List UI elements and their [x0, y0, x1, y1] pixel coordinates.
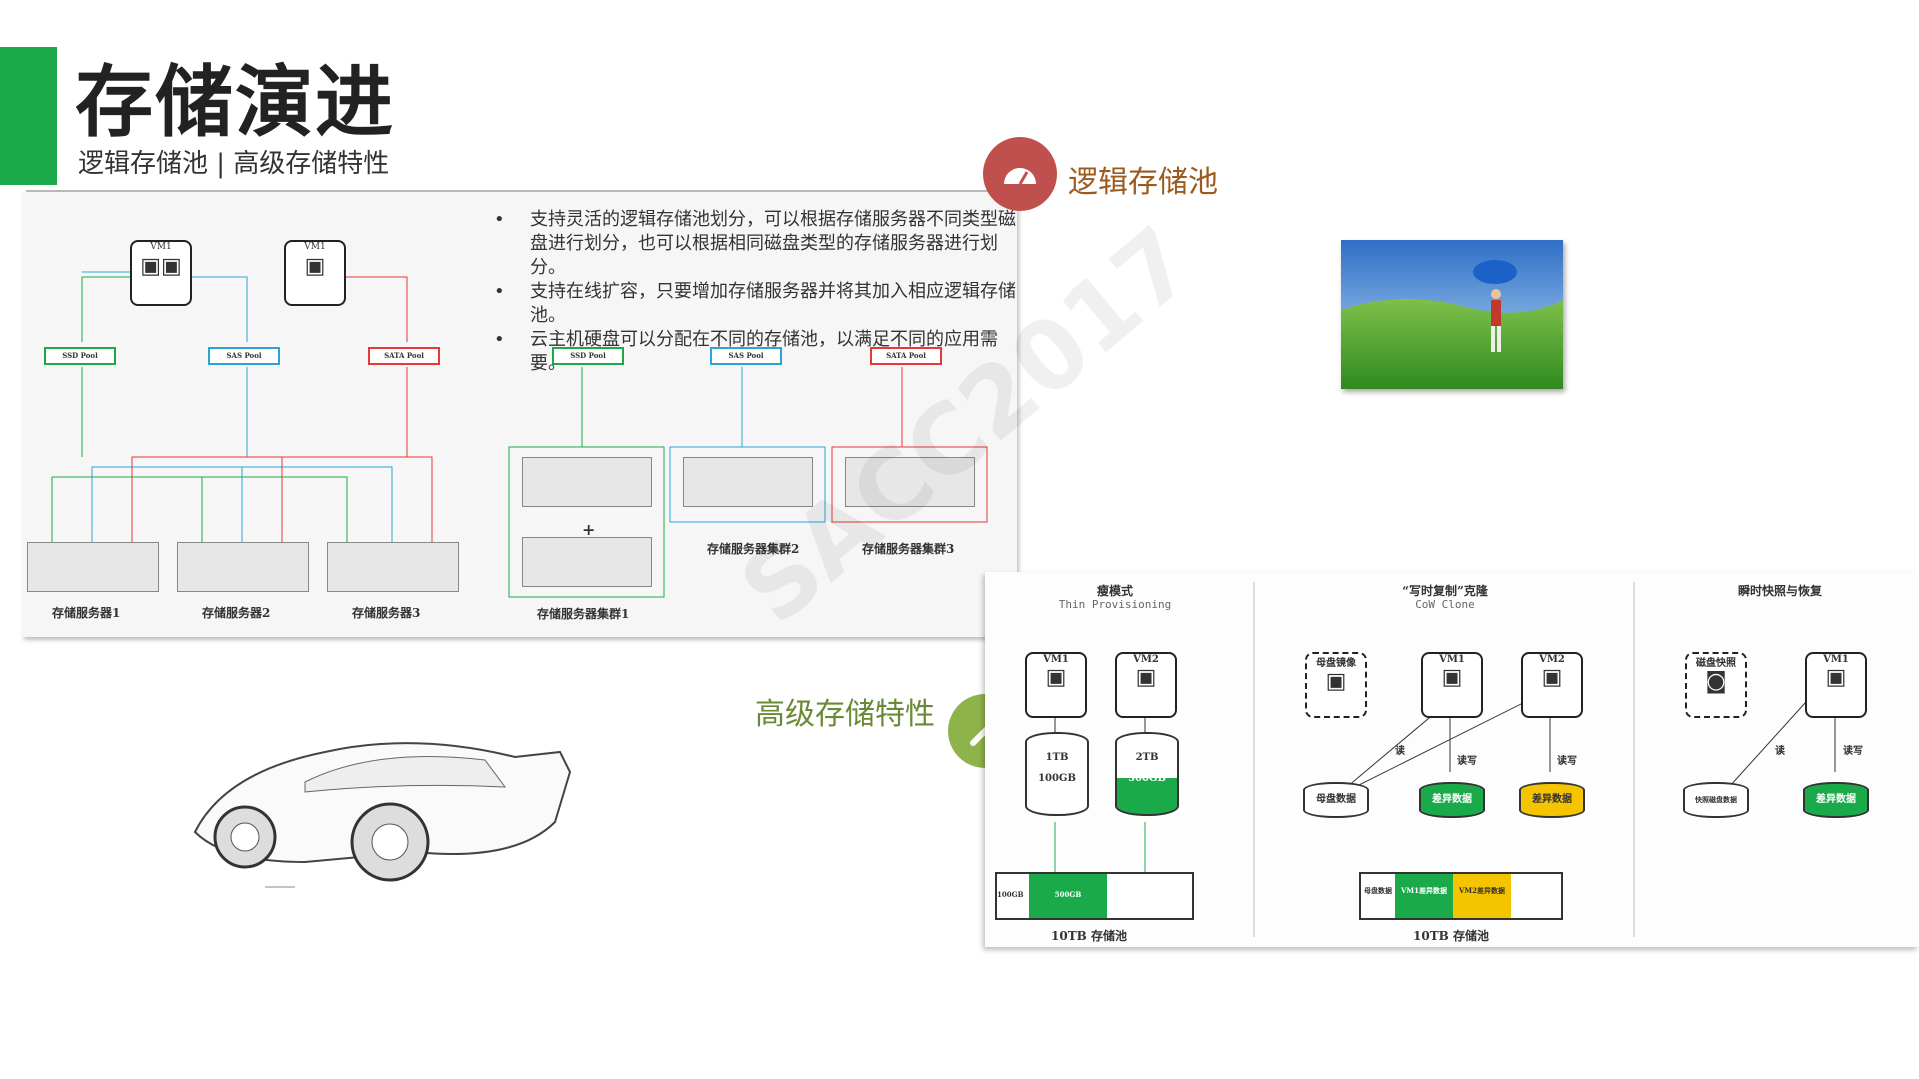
vm-label: VM1	[1043, 654, 1069, 665]
disk-icon: ▣	[1325, 669, 1347, 694]
page-title: 存储演进	[75, 58, 396, 148]
disk-icon: ▣	[1135, 665, 1157, 690]
advanced-features-diagram: 瘦模式 Thin Provisioning “写时复制”克隆 CoW Clone…	[985, 572, 1919, 947]
disk-cylinder: 母盘数据	[1303, 782, 1369, 818]
pool-segment: 100GB	[997, 890, 1024, 899]
column-title: 瞬时快照与恢复	[1737, 584, 1822, 598]
pool-caption: 10TB 存储池	[1051, 929, 1127, 943]
storage-server	[845, 457, 975, 507]
vm-box: VM1 ▣	[284, 240, 346, 306]
feature-bullets: 支持灵活的逻辑存储池划分，可以根据存储服务器不同类型磁盘进行划分，也可以根据相同…	[490, 208, 1020, 376]
column-divider	[1253, 582, 1255, 937]
title-divider	[26, 190, 1018, 192]
column-title: “写时复制”克隆	[1402, 584, 1488, 598]
rw-label: 读写	[1843, 746, 1863, 757]
disk-icon: ▣	[1541, 665, 1563, 690]
disk-used: 500GB	[1128, 773, 1166, 784]
sata-pool: SATA Pool	[368, 347, 440, 365]
disk-cylinder: 快照磁盘数据	[1683, 782, 1749, 818]
storage-server	[522, 537, 652, 587]
storage-pool-bar: 母盘数据 VM1差异数据 VM2差异数据	[1359, 872, 1563, 920]
vm-label: VM1	[304, 242, 326, 252]
plus-sign: +	[582, 520, 596, 539]
disk-used: 100GB	[1038, 773, 1076, 784]
bullet-item: 支持灵活的逻辑存储池划分，可以根据存储服务器不同类型磁盘进行划分，也可以根据相同…	[490, 208, 1020, 280]
disk-cylinder: 2TB 500GB	[1115, 732, 1179, 816]
ssd-pool: SSD Pool	[44, 347, 116, 365]
section-label-logical: 逻辑存储池	[1068, 165, 1218, 200]
page-subtitle: 逻辑存储池 | 高级存储特性	[78, 149, 390, 179]
read-label: 读	[1775, 746, 1785, 757]
disk-cylinder: 差异数据	[1803, 782, 1869, 818]
column-subtitle: Thin Provisioning	[1058, 598, 1172, 611]
column-title: 瘦模式	[1096, 584, 1133, 598]
storage-server	[683, 457, 813, 507]
vm-box: VM1 ▣	[1421, 652, 1483, 718]
rw-label: 读写	[1557, 756, 1577, 767]
disk-size: 1TB	[1045, 752, 1069, 763]
disk-icon: ▣▣	[140, 254, 182, 279]
logical-pool-diagram: VM1 ▣▣ VM1 ▣ SSD Pool SAS Pool SATA Pool…	[22, 192, 1017, 637]
bullet-item: 云主机硬盘可以分配在不同的存储池，以满足不同的应用需要。	[490, 328, 1020, 376]
pool-segment: 500GB	[1029, 874, 1107, 918]
cloud-field-photo	[1341, 240, 1563, 389]
base-image-label: 母盘镜像	[1316, 658, 1356, 669]
gauge-icon	[983, 137, 1057, 211]
disk-cylinder: 差异数据	[1419, 782, 1485, 818]
vm-label: VM2	[1133, 654, 1159, 665]
pool-segment: VM1差异数据	[1395, 874, 1453, 918]
disk-icon: ▣	[1441, 665, 1463, 690]
camera-icon: ◙	[1705, 669, 1727, 694]
sas-pool: SAS Pool	[208, 347, 280, 365]
logical-pool-wiring	[51, 271, 988, 598]
column-divider	[1633, 582, 1635, 937]
disk-size: 2TB	[1135, 752, 1159, 763]
disk-icon: ▣	[304, 254, 326, 279]
car-sketch	[185, 712, 590, 902]
vm-box: VM1 ▣	[1025, 652, 1087, 718]
disk-cylinder: 差异数据	[1519, 782, 1585, 818]
cluster-caption: 存储服务器集群1	[537, 607, 630, 621]
disk-cylinder: 1TB 100GB	[1025, 732, 1089, 816]
server-caption: 存储服务器1	[52, 606, 121, 620]
vm-label: VM2	[1539, 654, 1565, 665]
disk-icon: ▣	[1825, 665, 1847, 690]
disk-icon: ▣	[1045, 665, 1067, 690]
pool-segment: VM2差异数据	[1453, 874, 1511, 918]
bullet-item: 支持在线扩容，只要增加存储服务器并将其加入相应逻辑存储池。	[490, 280, 1020, 328]
vm-label: VM1	[1823, 654, 1849, 665]
read-label: 读	[1395, 746, 1405, 757]
accent-bar	[0, 47, 57, 185]
pool-caption: 10TB 存储池	[1413, 929, 1489, 943]
column-subtitle: CoW Clone	[1415, 598, 1475, 611]
storage-server	[177, 542, 309, 592]
pool-segment: 母盘数据	[1364, 886, 1392, 895]
vm-box: VM1 ▣▣	[130, 240, 192, 306]
cluster-caption: 存储服务器集群3	[862, 542, 955, 556]
snapshot-box: 磁盘快照 ◙	[1685, 652, 1747, 718]
section-label-advanced: 高级存储特性	[755, 697, 935, 732]
vm-box: VM1 ▣	[1805, 652, 1867, 718]
vm-box: VM2 ▣	[1521, 652, 1583, 718]
rw-label: 读写	[1457, 756, 1477, 767]
vm-label: VM1	[1439, 654, 1465, 665]
snapshot-label: 磁盘快照	[1696, 658, 1736, 669]
base-image-box: 母盘镜像 ▣	[1305, 652, 1367, 718]
vm-box: VM2 ▣	[1115, 652, 1177, 718]
server-caption: 存储服务器2	[202, 606, 271, 620]
server-caption: 存储服务器3	[352, 606, 421, 620]
storage-pool-bar: 100GB 500GB	[995, 872, 1194, 920]
storage-server	[522, 457, 652, 507]
cluster-caption: 存储服务器集群2	[707, 542, 800, 556]
storage-server	[27, 542, 159, 592]
vm-label: VM1	[150, 242, 172, 252]
storage-server	[327, 542, 459, 592]
